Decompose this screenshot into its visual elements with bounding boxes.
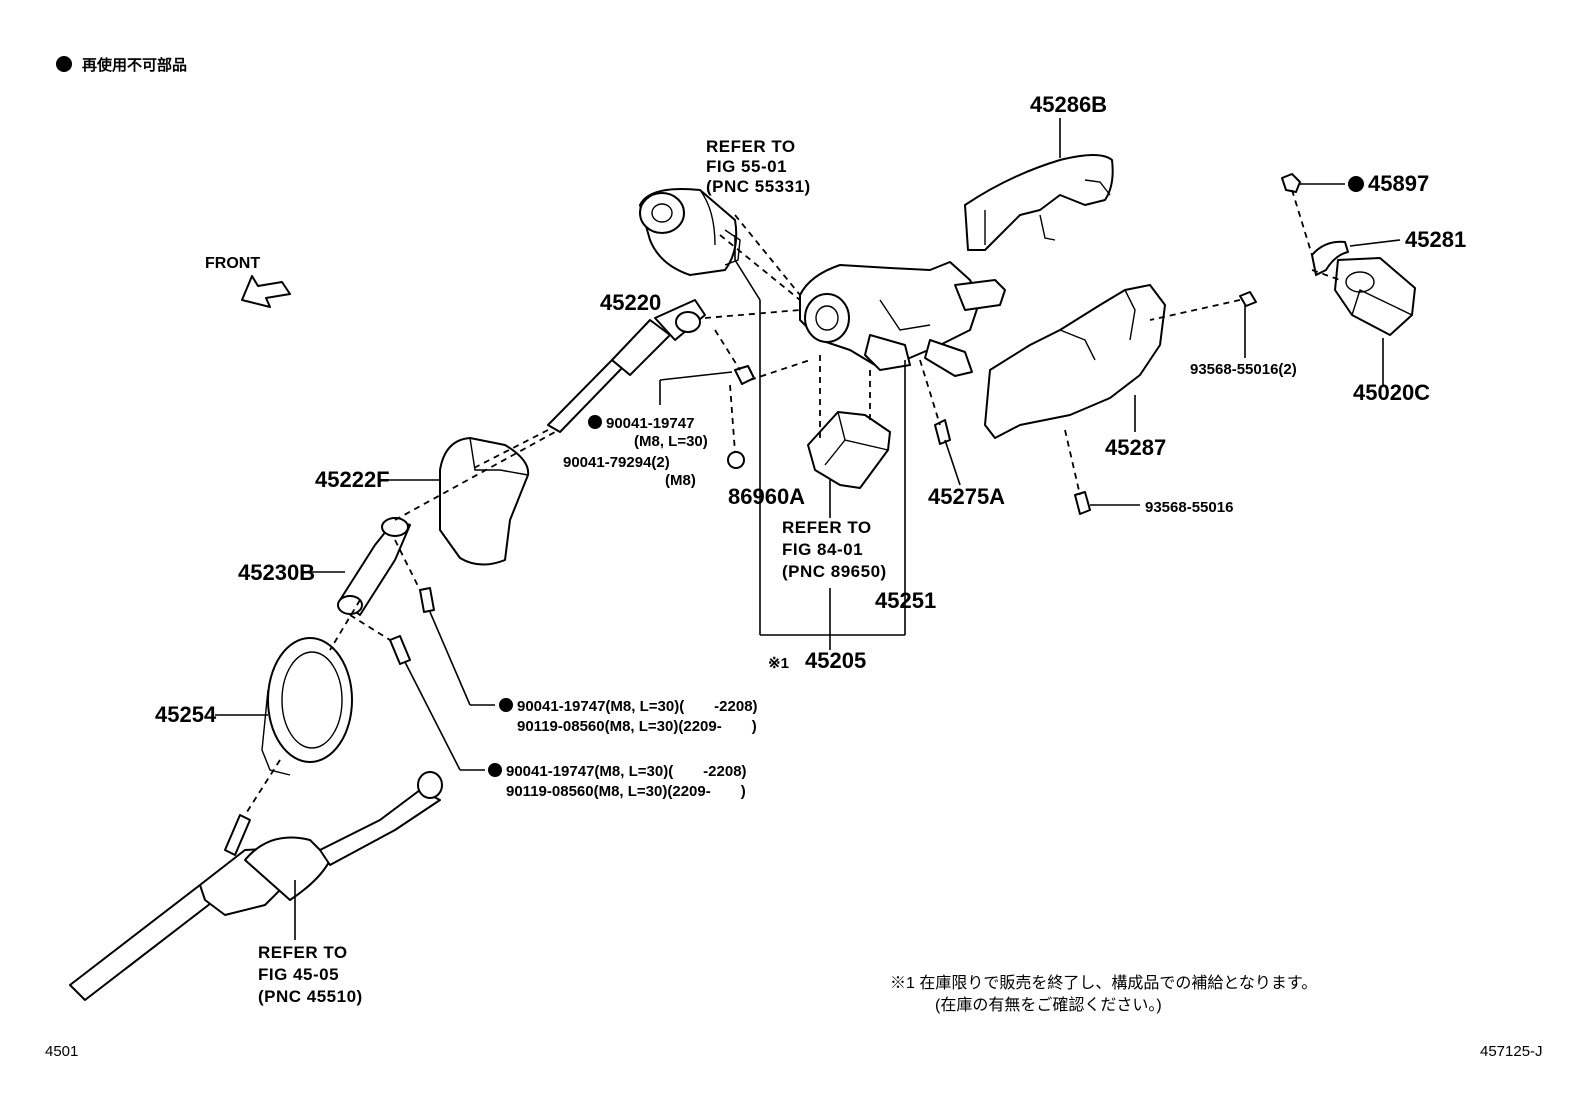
leader-lines <box>215 118 1401 940</box>
label-90041-19747-a: 90041-19747 <box>606 415 694 432</box>
label-45205-mark: ※1 <box>768 655 789 672</box>
footnote-line1: ※1 在庫限りで販売を終了し、構成品での補給となります。 <box>890 974 1317 992</box>
non-reusable-bullet-icon <box>588 415 602 429</box>
non-reusable-bullet-icon <box>499 698 513 712</box>
label-bolt1-line2: 90119-08560(M8, L=30)(2209- ) <box>517 718 757 735</box>
label-m8: (M8) <box>665 472 696 489</box>
ref-55-line3: (PNC 55331) <box>706 177 811 196</box>
label-45275A: 45275A <box>928 484 1005 509</box>
ref-45-line3: (PNC 45510) <box>258 987 363 1006</box>
footnote-line2: (在庫の有無をご確認ください。) <box>935 996 1162 1014</box>
label-93568-55016-2: 93568-55016(2) <box>1190 361 1297 378</box>
ref-55-line2: FIG 55-01 <box>706 157 787 176</box>
part-86960A-bracket <box>807 411 891 489</box>
label-bolt2-line2: 90119-08560(M8, L=30)(2209- ) <box>506 783 746 800</box>
label-93568-55016: 93568-55016 <box>1145 499 1233 516</box>
bolt-icon-a <box>734 365 755 385</box>
label-45251: 45251 <box>875 588 936 613</box>
legend-text: 再使用不可部品 <box>82 56 187 74</box>
assembly-dashed-lines <box>244 189 1341 816</box>
screw-icon-93568-b <box>1074 491 1091 515</box>
label-45205: 45205 <box>805 648 866 673</box>
part-45281-bracket <box>1311 240 1349 276</box>
part-45286B-upper-cover <box>964 154 1114 251</box>
ref-84-line1: REFER TO <box>782 518 872 537</box>
clip-icon-45275A <box>934 419 951 445</box>
label-45230B: 45230B <box>238 560 315 585</box>
front-label: FRONT <box>205 255 260 272</box>
ref-55-line1: REFER TO <box>706 137 796 156</box>
part-45020C-switch <box>1334 257 1416 336</box>
bolt-icon-b <box>419 587 435 613</box>
label-45222F: 45222F <box>315 467 390 492</box>
ref-84-line2: FIG 84-01 <box>782 540 863 559</box>
non-reusable-bullet-icon <box>488 763 502 777</box>
part-45230B-universal-joint <box>337 517 411 616</box>
label-45897: 45897 <box>1368 171 1429 196</box>
part-45287-lower-cover <box>984 284 1166 439</box>
label-90041-79294: 90041-79294(2) <box>563 454 670 471</box>
part-45254-seal <box>261 637 353 776</box>
figure-code: 457125-J <box>1480 1043 1543 1060</box>
label-45020C: 45020C <box>1353 380 1430 405</box>
label-45220: 45220 <box>600 290 661 315</box>
steering-gear-rack <box>69 771 443 1001</box>
motor-assembly <box>639 188 741 276</box>
ref-45-line2: FIG 45-05 <box>258 965 339 984</box>
page-code: 4501 <box>45 1043 78 1060</box>
nut-icon-a <box>727 451 745 469</box>
non-reusable-bullet-icon <box>1348 176 1364 192</box>
front-arrow-icon <box>241 275 291 308</box>
ref-84-line3: (PNC 89650) <box>782 562 887 581</box>
screw-icon-93568-a <box>1239 291 1257 307</box>
part-45222F-cover <box>439 437 530 566</box>
bolt-icon-c <box>389 635 411 665</box>
ref-45-line1: REFER TO <box>258 943 348 962</box>
label-45254: 45254 <box>155 702 217 727</box>
label-bolt2-line1: 90041-19747(M8, L=30)( -2208) <box>506 763 747 780</box>
label-m8-l30-a: (M8, L=30) <box>634 433 708 450</box>
part-45220-intermediate-shaft <box>547 299 706 433</box>
steering-column-assembly <box>799 261 1006 377</box>
label-bolt1-line1: 90041-19747(M8, L=30)( -2208) <box>517 698 758 715</box>
label-45287: 45287 <box>1105 435 1166 460</box>
part-45897-screw-icon <box>1281 173 1301 193</box>
label-45286B: 45286B <box>1030 92 1107 117</box>
non-reusable-bullet-icon <box>56 56 72 72</box>
label-45281: 45281 <box>1405 227 1466 252</box>
label-86960A: 86960A <box>728 484 805 509</box>
